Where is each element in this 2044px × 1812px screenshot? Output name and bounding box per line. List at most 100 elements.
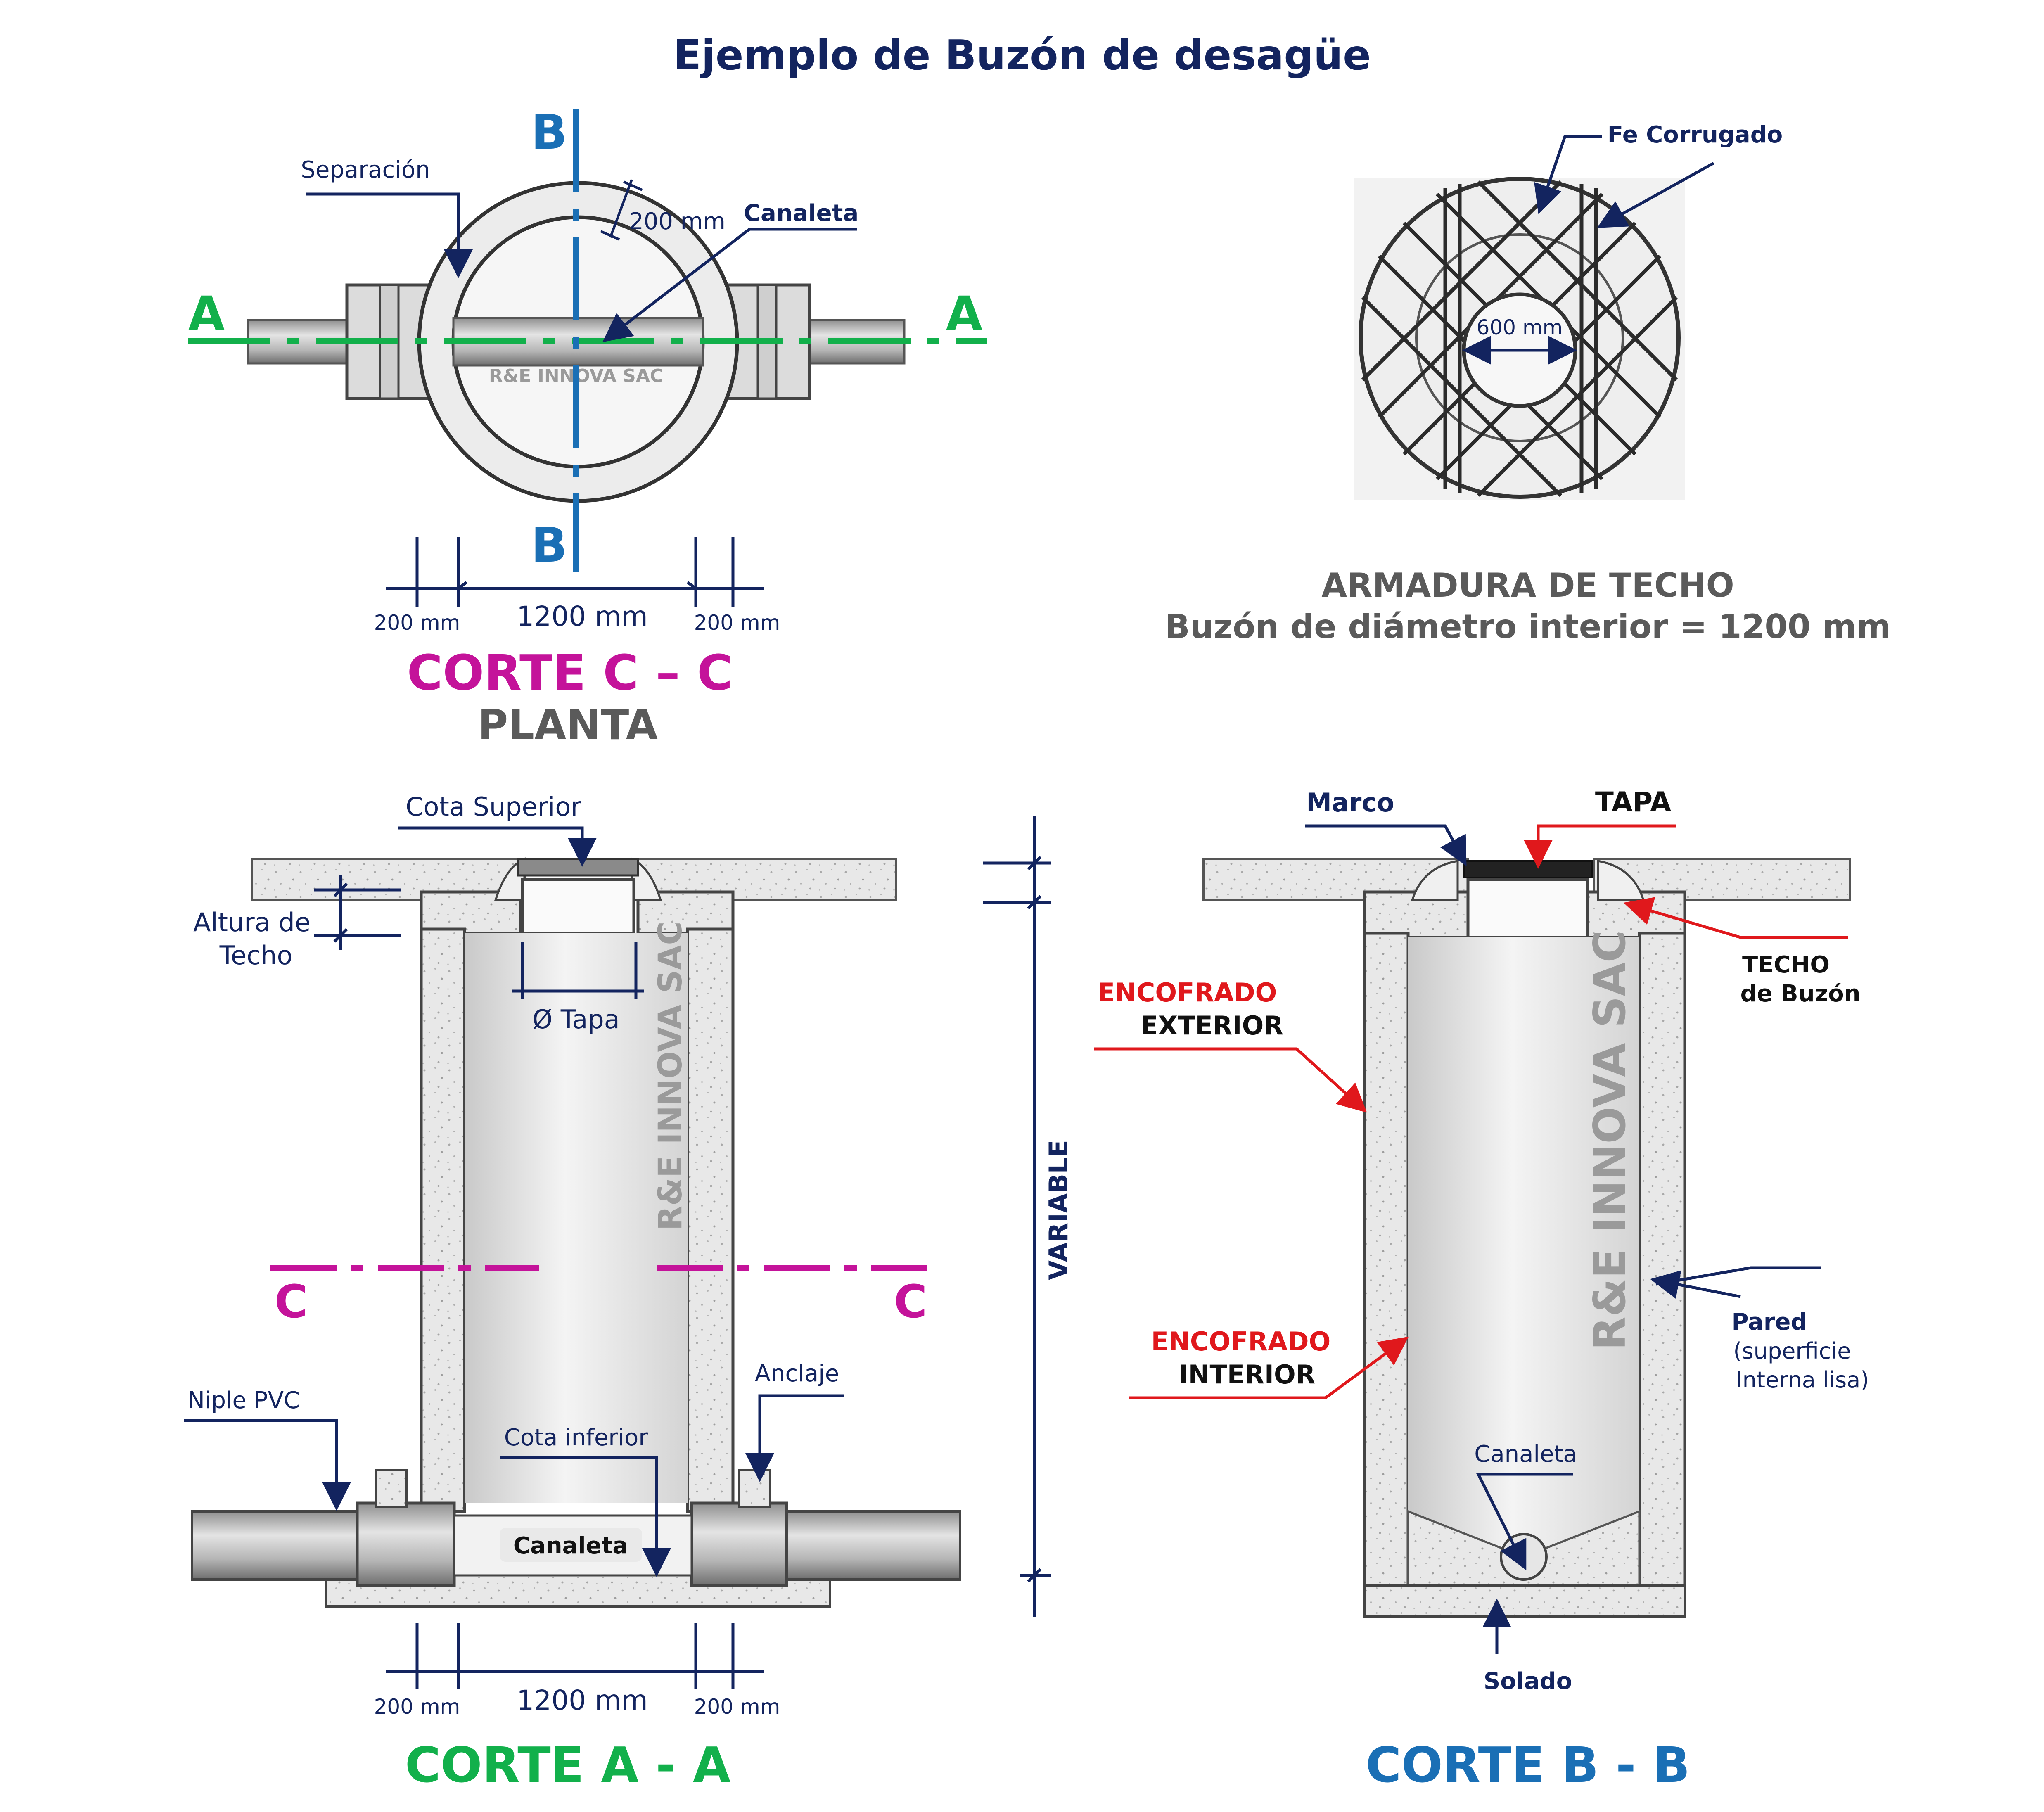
label-separacion: Separación [301, 157, 430, 183]
leader-niple [184, 1419, 351, 1511]
label-altura-1: Altura de [193, 907, 311, 937]
label-enc-int-1: ENCOFRADO [1151, 1326, 1331, 1357]
label-cota-superior: Cota Superior [405, 792, 581, 822]
roof-reinforcement: 600 mm Fe Corrugado ARMADURA DE TECHO Bu… [1165, 121, 1891, 646]
caption-planta: PLANTA [478, 701, 658, 749]
watermark-b: R&E INNOVA SAC [1584, 930, 1635, 1350]
neck-a [521, 878, 635, 935]
label-anclaje: Anclaje [755, 1360, 839, 1387]
leader-marco [1305, 824, 1467, 866]
dim-wall-tick-1 [623, 180, 643, 191]
section-a-dims: 200 mm 1200 mm 200 mm [374, 1623, 780, 1719]
niple-right-a [690, 1501, 788, 1587]
b-canaleta-pipe [1500, 1533, 1548, 1581]
niple-left-a [356, 1501, 456, 1587]
anchor-left-a [375, 1469, 408, 1508]
leader-techo-arrow [1623, 897, 1741, 939]
roof-opening-label: 600 mm [1477, 315, 1563, 339]
section-a-view: R&E INNOVA SAC Canaleta C C Cota Superio… [184, 792, 1074, 1793]
dim-wall-tick-2 [600, 230, 620, 241]
label-tapa-a: Ø Tapa [532, 1004, 619, 1034]
wall-left-a [420, 927, 466, 1513]
mark-c-right: C [894, 1275, 927, 1328]
label-enc-ext-1: ENCOFRADO [1098, 977, 1277, 1008]
label-fe-corrugado: Fe Corrugado [1608, 121, 1783, 148]
anchor-right-a [738, 1469, 771, 1508]
plan-dims: 200 mm 1200 mm 200 mm [374, 537, 780, 635]
plan-dim-left: 200 mm [374, 611, 460, 635]
leader-pared-arrow [1650, 1270, 1741, 1299]
caption-corte-cc: CORTE C – C [407, 644, 733, 701]
pipe-left-a [191, 1510, 358, 1581]
leader-cota-superior [398, 826, 597, 867]
label-canaleta-b: Canaleta [1474, 1441, 1577, 1468]
leader-fe-1 [1534, 135, 1602, 214]
plan-dim-right: 200 mm [694, 611, 780, 635]
watermark-a: R&E INNOVA SAC [652, 921, 689, 1231]
b-frame-right [1597, 860, 1645, 901]
plan-dim-arrow-b [686, 581, 697, 590]
altura-tick-2 [333, 928, 348, 943]
label-techo-2: de Buzón [1740, 980, 1860, 1007]
caption-corte-bb: CORTE B - B [1366, 1736, 1690, 1793]
leader-enc-int [1129, 1336, 1409, 1399]
label-variable: VARIABLE [1043, 1140, 1074, 1280]
label-niple: Niple PVC [187, 1387, 300, 1414]
leader-canaleta-plan [602, 228, 857, 342]
mark-b-bottom: B [531, 518, 567, 573]
plan-dim-arrow-a [457, 581, 468, 590]
label-enc-ext-2: EXTERIOR [1141, 1010, 1283, 1041]
b-solado [1363, 1584, 1686, 1618]
section-b-view: R&E INNOVA SAC Marco TAPA TECHO de Buzón… [1094, 786, 1869, 1793]
variable-arrow-3 [1027, 1568, 1042, 1583]
roof-ring [1415, 233, 1624, 442]
leader-fe-2 [1597, 161, 1714, 228]
b-cover [1463, 860, 1593, 878]
mark-b-top: B [531, 105, 567, 160]
canaleta-badge-a [500, 1528, 642, 1562]
shaft-a [465, 933, 688, 1503]
canaleta-label-a: Canaleta [513, 1532, 628, 1559]
pipe-right-a [785, 1510, 961, 1581]
leader-separacion [306, 192, 473, 278]
dim-wall-plan [609, 179, 633, 238]
leader-tapa-b [1524, 824, 1676, 869]
page-title: Ejemplo de Buzón de desagüe [673, 31, 1371, 79]
label-enc-int-2: INTERIOR [1179, 1359, 1316, 1390]
variable-arrow-2 [1027, 895, 1042, 910]
b-wall-right [1638, 932, 1686, 1591]
variable-arrow-1 [1027, 856, 1042, 870]
mark-a-left: A [188, 287, 225, 342]
label-pared-2: (superficie [1733, 1338, 1851, 1364]
wall-right-a [686, 927, 735, 1513]
leader-cota-inferior [500, 1456, 671, 1577]
roof-bars [1361, 180, 1678, 497]
label-marco: Marco [1306, 787, 1394, 818]
label-solado: Solado [1484, 1668, 1572, 1695]
leader-anclaje [745, 1394, 844, 1482]
caption-buzon-diametro: Buzón de diámetro interior = 1200 mm [1165, 607, 1891, 646]
label-tapa-b: TAPA [1595, 786, 1671, 818]
caption-corte-aa: CORTE A - A [405, 1736, 730, 1793]
mark-c-left: C [275, 1275, 308, 1328]
sa-dim-left: 200 mm [374, 1695, 460, 1719]
b-neck [1466, 878, 1589, 939]
mark-a-right: A [946, 287, 982, 342]
sa-dim-center: 1200 mm [517, 1684, 648, 1716]
b-wall-left [1363, 932, 1410, 1591]
cover-a [517, 858, 639, 877]
plan-view: R&E INNOVA SAC A A B B Separación Canale… [188, 105, 987, 749]
leader-canaleta-b [1476, 1473, 1573, 1570]
label-techo-1: TECHO [1742, 951, 1830, 978]
dim-wall-plan-label: 200 mm [629, 208, 726, 235]
plan-dim-center: 1200 mm [517, 600, 648, 632]
label-canaleta-plan: Canaleta [744, 200, 858, 227]
label-pared-3: Interna lisa) [1736, 1367, 1869, 1393]
label-altura-2: Techo [219, 940, 293, 970]
leader-enc-ext [1094, 1047, 1367, 1113]
sa-dim-right: 200 mm [694, 1695, 780, 1719]
altura-tick-1 [333, 882, 348, 897]
leader-pared [1655, 1266, 1821, 1286]
